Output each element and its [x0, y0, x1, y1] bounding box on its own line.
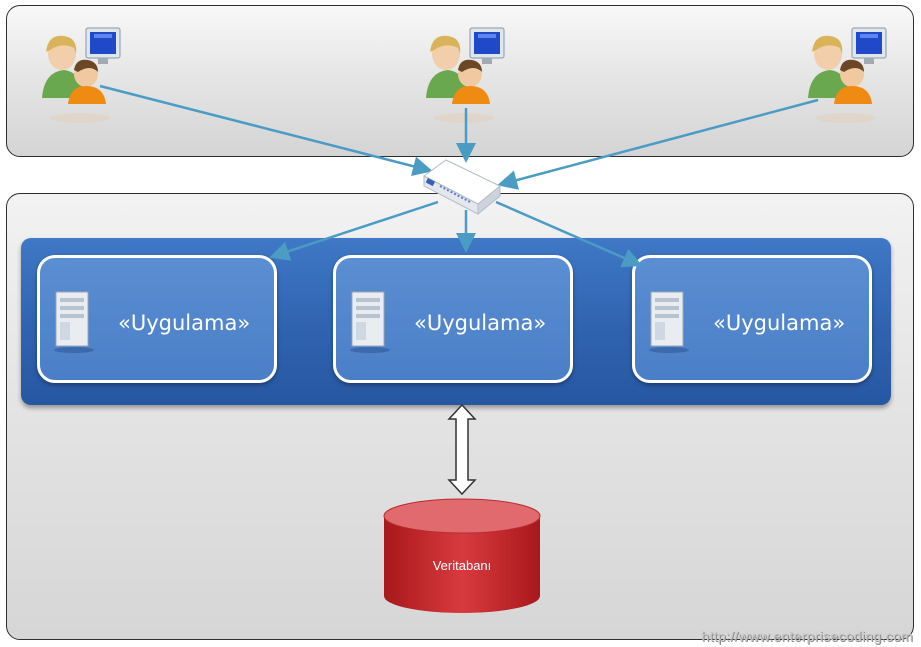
application-label: «Uygulama»: [118, 311, 251, 335]
database-label: Veritabanı: [432, 558, 492, 573]
application-node-2: «Uygulama»: [333, 255, 573, 383]
client-computer-icon: [426, 27, 505, 123]
application-label: «Uygulama»: [414, 311, 547, 335]
application-label: «Uygulama»: [713, 311, 846, 335]
watermark: http://www.enterprisecoding.com: [701, 628, 913, 644]
server-icon: [350, 291, 390, 353]
server-icon: [54, 291, 94, 353]
client-computer-icon: [42, 27, 121, 123]
application-node-1: «Uygulama»: [37, 255, 277, 383]
client-computer-icon: [808, 27, 887, 123]
server-icon: [649, 291, 689, 353]
application-node-3: «Uygulama»: [632, 255, 872, 383]
